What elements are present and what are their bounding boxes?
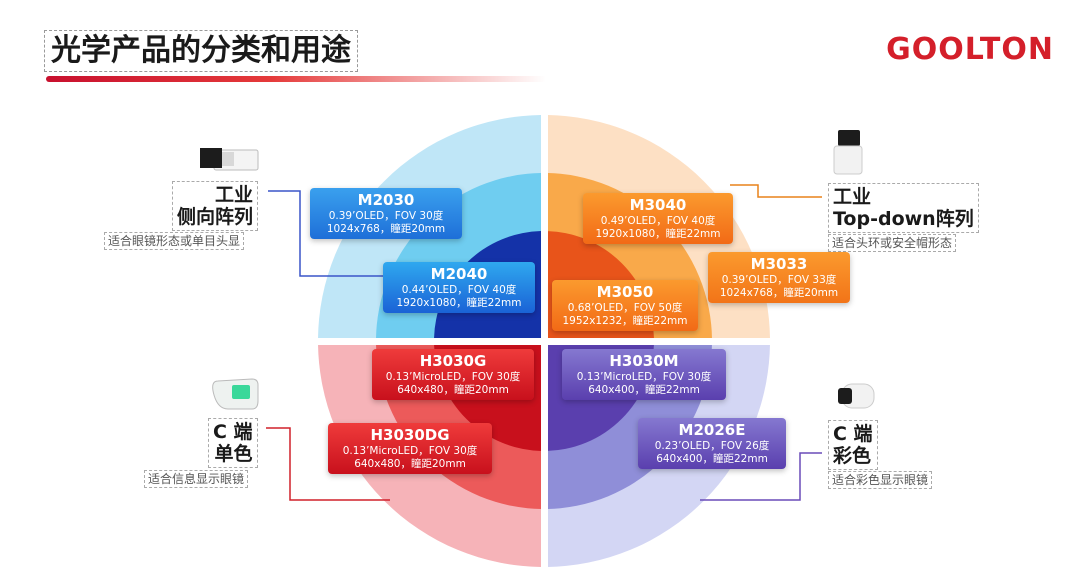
product-spec: 0.13’MicroLED，FOV 30度	[342, 445, 478, 457]
product-card-m3040[interactable]: M3040 0.49’OLED，FOV 40度 1920x1080，瞳距22mm	[583, 193, 733, 244]
product-spec: 0.39’OLED，FOV 33度	[721, 274, 837, 286]
product-name: M3040	[629, 196, 687, 214]
product-name: M2040	[430, 265, 488, 283]
product-spec: 0.44’OLED，FOV 40度	[401, 284, 517, 296]
product-card-m3050[interactable]: M3050 0.68’OLED，FOV 50度 1952x1232，瞳距22mm	[552, 280, 698, 331]
category-title-line1: 工业	[215, 184, 254, 206]
connector-topdown	[730, 184, 822, 198]
connector-color	[700, 452, 822, 501]
product-card-m2040[interactable]: M2040 0.44’OLED，FOV 40度 1920x1080，瞳距22mm	[383, 262, 535, 313]
category-title-industrial-side: 工业 侧向阵列	[172, 181, 259, 231]
product-spec: 0.49’OLED，FOV 40度	[600, 215, 716, 227]
category-title-line1: 工业	[833, 186, 872, 208]
category-title-line1: C 端	[213, 421, 253, 443]
product-spec: 1024x768，瞳距20mm	[326, 223, 446, 235]
product-name: H3030M	[609, 352, 679, 370]
brand-logo: GOOLTON	[886, 32, 1054, 67]
side-camera-icon	[200, 148, 259, 171]
mono-lens-icon	[212, 378, 259, 410]
product-spec: 0.13’MicroLED，FOV 30度	[576, 371, 712, 383]
category-title-line1: C 端	[833, 423, 873, 445]
product-spec: 0.39’OLED，FOV 30度	[328, 210, 444, 222]
product-name: H3030DG	[370, 426, 450, 444]
product-card-h3030m[interactable]: H3030M 0.13’MicroLED，FOV 30度 640x400，瞳距2…	[562, 349, 726, 400]
connector-side	[268, 190, 385, 277]
topdown-module-icon	[833, 130, 863, 175]
product-card-m2026e[interactable]: M2026E 0.23’OLED，FOV 26度 640x400，瞳距22mm	[638, 418, 786, 469]
title-underline	[46, 76, 546, 82]
product-spec: 0.13’MicroLED，FOV 30度	[385, 371, 521, 383]
connector-mono	[266, 427, 390, 501]
product-spec: 640x480，瞳距20mm	[354, 458, 466, 470]
category-subtitle-consumer-color: 适合彩色显示眼镜	[828, 471, 933, 489]
product-name: H3030G	[419, 352, 487, 370]
product-name: M2026E	[678, 421, 746, 439]
category-subtitle-consumer-mono: 适合信息显示眼镜	[144, 470, 249, 488]
product-spec: 1920x1080，瞳距22mm	[595, 228, 721, 240]
category-title-industrial-topdown: 工业 Top-down阵列	[828, 183, 979, 233]
product-spec: 0.23’OLED，FOV 26度	[654, 440, 770, 452]
page-title: 光学产品的分类和用途	[44, 30, 358, 72]
product-name: M3050	[596, 283, 654, 301]
category-subtitle-industrial-topdown: 适合头环或安全帽形态	[828, 234, 957, 252]
category-title-line2: 侧向阵列	[177, 206, 254, 228]
product-card-h3030dg[interactable]: H3030DG 0.13’MicroLED，FOV 30度 640x480，瞳距…	[328, 423, 492, 474]
product-spec: 640x400，瞳距22mm	[588, 384, 700, 396]
category-title-line2: 彩色	[833, 445, 872, 467]
product-card-m3033[interactable]: M3033 0.39’OLED，FOV 33度 1024x768，瞳距20mm	[708, 252, 850, 303]
color-lens-icon	[838, 383, 875, 409]
product-card-m2030[interactable]: M2030 0.39’OLED，FOV 30度 1024x768，瞳距20mm	[310, 188, 462, 239]
product-spec: 1952x1232，瞳距22mm	[562, 315, 688, 327]
product-spec: 640x480，瞳距20mm	[397, 384, 509, 396]
product-spec: 640x400，瞳距22mm	[656, 453, 768, 465]
product-name: M2030	[357, 191, 415, 209]
category-subtitle-industrial-side: 适合眼镜形态或单目头显	[104, 232, 245, 250]
product-card-h3030g[interactable]: H3030G 0.13’MicroLED，FOV 30度 640x480，瞳距2…	[372, 349, 534, 400]
product-spec: 1920x1080，瞳距22mm	[396, 297, 522, 309]
product-spec: 1024x768，瞳距20mm	[719, 287, 839, 299]
product-name: M3033	[750, 255, 808, 273]
category-title-line2: Top-down阵列	[833, 208, 974, 230]
product-spec: 0.68’OLED，FOV 50度	[567, 302, 683, 314]
category-title-consumer-mono: C 端 单色	[208, 418, 258, 468]
category-title-line2: 单色	[214, 443, 253, 465]
category-title-consumer-color: C 端 彩色	[828, 420, 878, 470]
